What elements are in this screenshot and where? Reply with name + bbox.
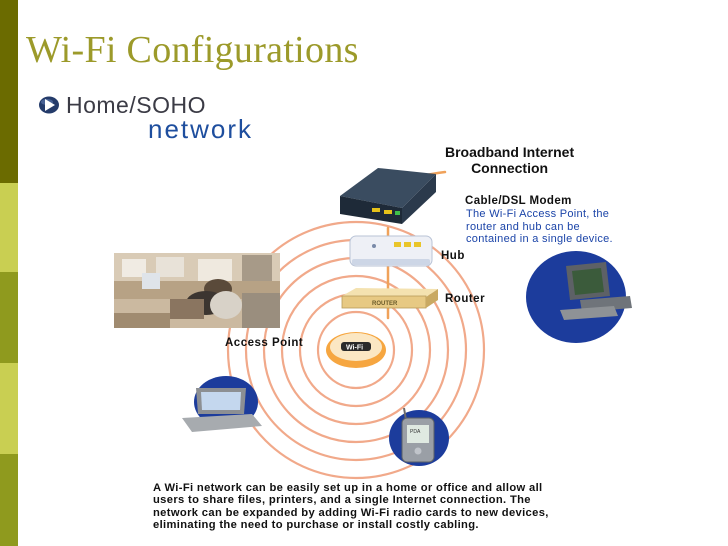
access-point-label: Access Point (225, 337, 304, 349)
access-point-icon: Wi-Fi (326, 332, 386, 368)
router-label: Router (445, 293, 486, 305)
broadband-title-line: Connection (471, 160, 549, 176)
sidebar-segment (0, 0, 18, 183)
single-device-note: The Wi-Fi Access Point, the router and h… (466, 208, 613, 246)
router-icon: ROUTER (341, 288, 438, 309)
note-line: router and hub can be (466, 220, 580, 233)
slide-title: Wi-Fi Configurations (26, 29, 359, 71)
slide-sidebar-bar (0, 0, 18, 546)
pda-phone-icon: PDA (389, 407, 449, 466)
caption-line: A Wi-Fi network can be easily set up in … (153, 482, 543, 494)
sidebar-segment (0, 454, 18, 546)
diagram-caption: A Wi-Fi network can be easily set up in … (153, 482, 633, 531)
hub-icon (349, 235, 433, 267)
pda-screen-text: PDA (410, 429, 421, 435)
access-point-device-text: Wi-Fi (346, 345, 363, 352)
router-device-text: ROUTER (372, 301, 398, 307)
note-line: contained in a single device. (466, 233, 613, 245)
office-photo (114, 253, 280, 328)
sidebar-segment (0, 363, 18, 454)
bullet-subheading-text: network (148, 114, 254, 144)
caption-line: users to share files, printers, and a si… (153, 494, 531, 507)
broadband-title-line: Broadband Internet (445, 144, 575, 160)
desktop-computer-icon (526, 251, 632, 343)
broadband-connection-label: Broadband Internet Connection (445, 144, 574, 176)
sidebar-segment (0, 272, 18, 363)
sidebar-segment (0, 183, 18, 272)
modem-icon (340, 168, 436, 224)
hub-label: Hub (441, 250, 465, 262)
caption-line: network can be expanded by adding Wi-Fi … (153, 506, 549, 519)
play-circle-bullet-icon (39, 96, 59, 114)
modem-label: Cable/DSL Modem (465, 195, 572, 207)
laptop-icon (182, 376, 262, 432)
caption-line: eliminating the need to purchase or inst… (153, 518, 479, 531)
bullet-heading-text: Home/SOHO (66, 92, 206, 118)
note-line: The Wi-Fi Access Point, the (466, 208, 610, 220)
